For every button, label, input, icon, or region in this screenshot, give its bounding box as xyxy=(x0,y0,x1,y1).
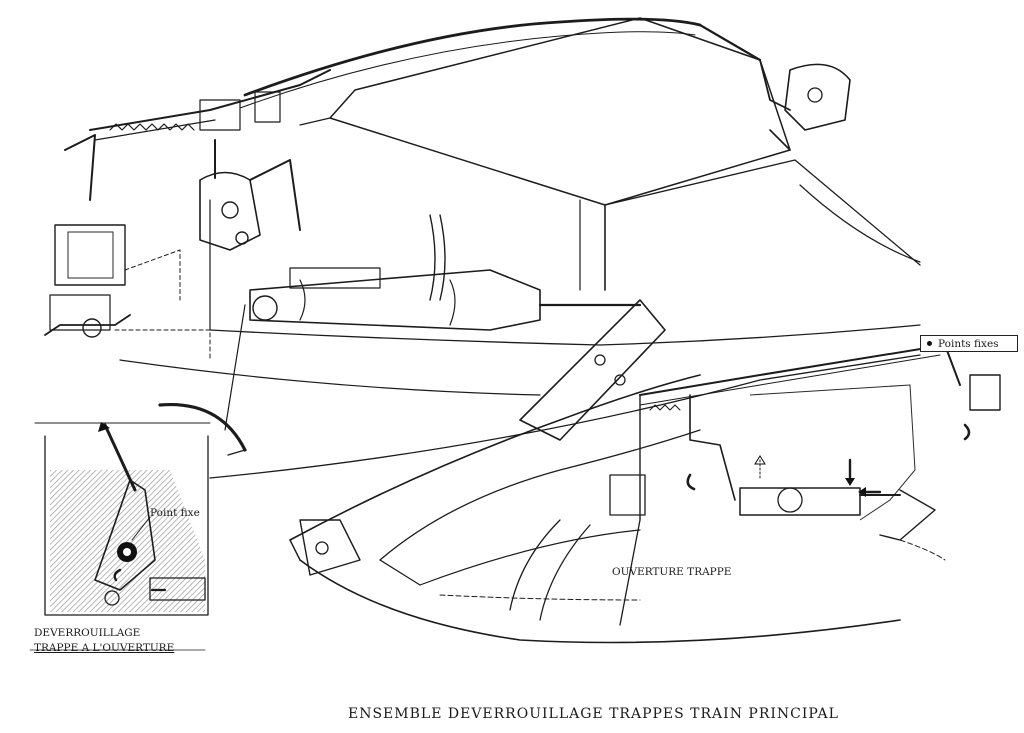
lock-mechanism xyxy=(199,139,301,251)
left-linkage xyxy=(44,91,281,361)
figure-title: ENSEMBLE DEVERROUILLAGE TRAPPES TRAIN PR… xyxy=(348,706,839,722)
label-ouverture-trappe: OUVERTURE TRAPPE xyxy=(612,566,732,578)
legend-text: Points fixes xyxy=(938,337,999,350)
arrow-icons xyxy=(686,423,971,497)
control-cable xyxy=(89,17,762,141)
lower-linkage xyxy=(609,344,1001,521)
inset-caption: DEVERROUILLAGE TRAPPE A L'OUVERTURE xyxy=(34,626,174,656)
inset-caption-line1: DEVERROUILLAGE xyxy=(34,627,141,639)
lower-actuator xyxy=(739,487,946,561)
inset-caption-line2: TRAPPE A L'OUVERTURE xyxy=(34,642,175,654)
fuselage-lines xyxy=(119,184,921,479)
inset-detail xyxy=(29,422,211,651)
main-door-frame xyxy=(289,299,901,644)
legend-points-fixes: Points fixes xyxy=(920,335,1018,352)
legend-dot-icon xyxy=(927,341,932,346)
right-cam xyxy=(759,59,851,151)
label-point-fixe: Point fixe xyxy=(150,507,200,519)
hydraulic-actuator xyxy=(249,214,642,331)
